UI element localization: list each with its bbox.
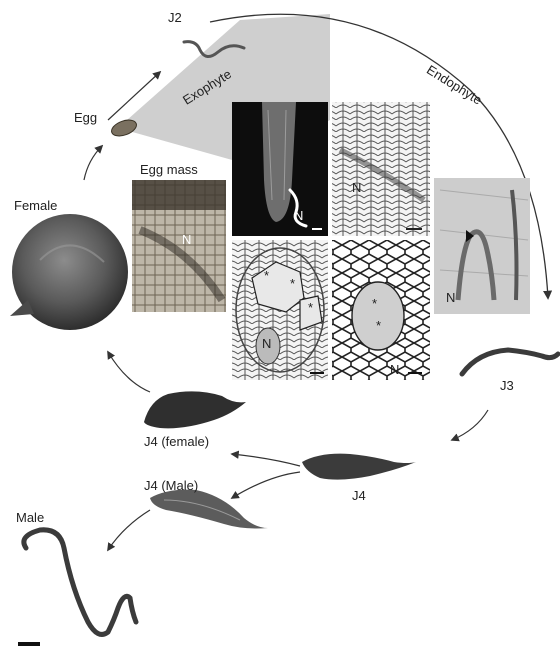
- giant-cell-marker: *: [372, 296, 377, 311]
- male-nematode-image: [24, 530, 136, 635]
- label-egg-mass: Egg mass: [140, 162, 198, 177]
- nematode-marker-gall-right: N: [390, 362, 399, 377]
- nematode-marker-tissue: N: [352, 180, 361, 195]
- label-male: Male: [16, 510, 44, 525]
- gall-section-panel-left: [232, 240, 328, 380]
- nematode-marker-root: N: [294, 208, 303, 223]
- label-j3: J3: [500, 378, 514, 393]
- arrow-j3-to-j4: [452, 410, 488, 440]
- tissue-panel-top: [332, 102, 430, 236]
- female-nematode-image: [10, 214, 128, 330]
- scale-bar: [18, 642, 40, 646]
- giant-cell-marker: *: [264, 268, 269, 283]
- nematode-marker-egg-mass: N: [182, 232, 191, 247]
- egg-mass-panel: [132, 180, 226, 312]
- j4-male-nematode-image: [150, 490, 268, 529]
- arrow-j4-female-to-female: [108, 352, 150, 392]
- nematode-marker-gall-left: N: [262, 336, 271, 351]
- label-j4: J4: [352, 488, 366, 503]
- arrow-j4-to-j4-male: [232, 472, 300, 498]
- label-egg: Egg: [74, 110, 97, 125]
- arrow-j4-to-j4-female: [232, 454, 300, 466]
- j4-female-nematode-image: [144, 391, 246, 428]
- label-j4-female: J4 (female): [144, 434, 209, 449]
- arrow-female-to-egg: [84, 146, 102, 180]
- giant-cell-marker: *: [376, 318, 381, 333]
- gall-section-panel-right: [332, 240, 430, 380]
- root-panel: [232, 102, 328, 236]
- label-female: Female: [14, 198, 57, 213]
- giant-cell-marker: *: [308, 300, 313, 315]
- arrow-j4-male-to-male: [108, 510, 150, 550]
- giant-cell-marker: *: [290, 276, 295, 291]
- j3-nematode-image: [462, 350, 558, 374]
- label-j2: J2: [168, 10, 182, 25]
- j4-nematode-image: [302, 454, 416, 480]
- nematode-marker-j3: N: [446, 290, 455, 305]
- label-j4-male: J4 (Male): [144, 478, 198, 493]
